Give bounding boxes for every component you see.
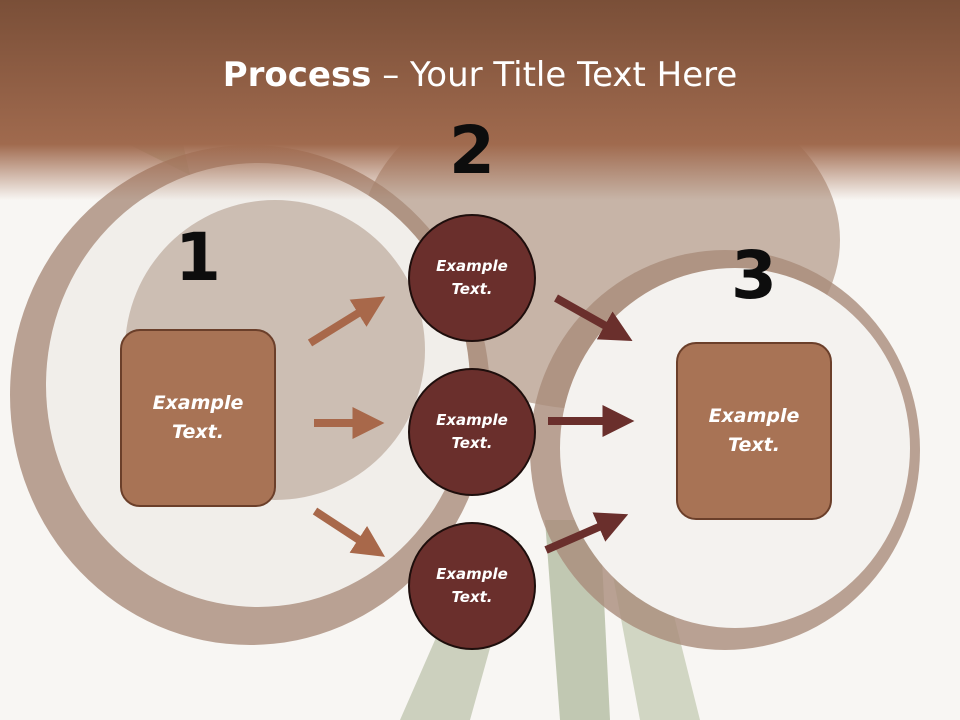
title-rest: – Your Title Text Here	[371, 55, 738, 95]
step-number-3: 3	[731, 237, 777, 314]
step-number-2: 2	[449, 112, 495, 189]
step-1-box-text: Example Text.	[152, 392, 244, 443]
step-2-circle-2: Example Text.	[408, 368, 536, 496]
step-3-box: Example Text.	[676, 342, 832, 520]
slide-title: Process – Your Title Text Here	[0, 52, 960, 98]
step-1-box: Example Text.	[120, 329, 276, 507]
title-bold: Process	[222, 55, 372, 95]
step-2-circle-3: Example Text.	[408, 522, 536, 650]
step-2-circle-1-text: Example Text.	[436, 257, 508, 298]
step-2-circle-1: Example Text.	[408, 214, 536, 342]
step-number-1: 1	[175, 219, 221, 296]
step-3-box-text: Example Text.	[708, 405, 800, 456]
step-2-circle-3-text: Example Text.	[436, 565, 508, 606]
step-2-circle-2-text: Example Text.	[436, 411, 508, 452]
